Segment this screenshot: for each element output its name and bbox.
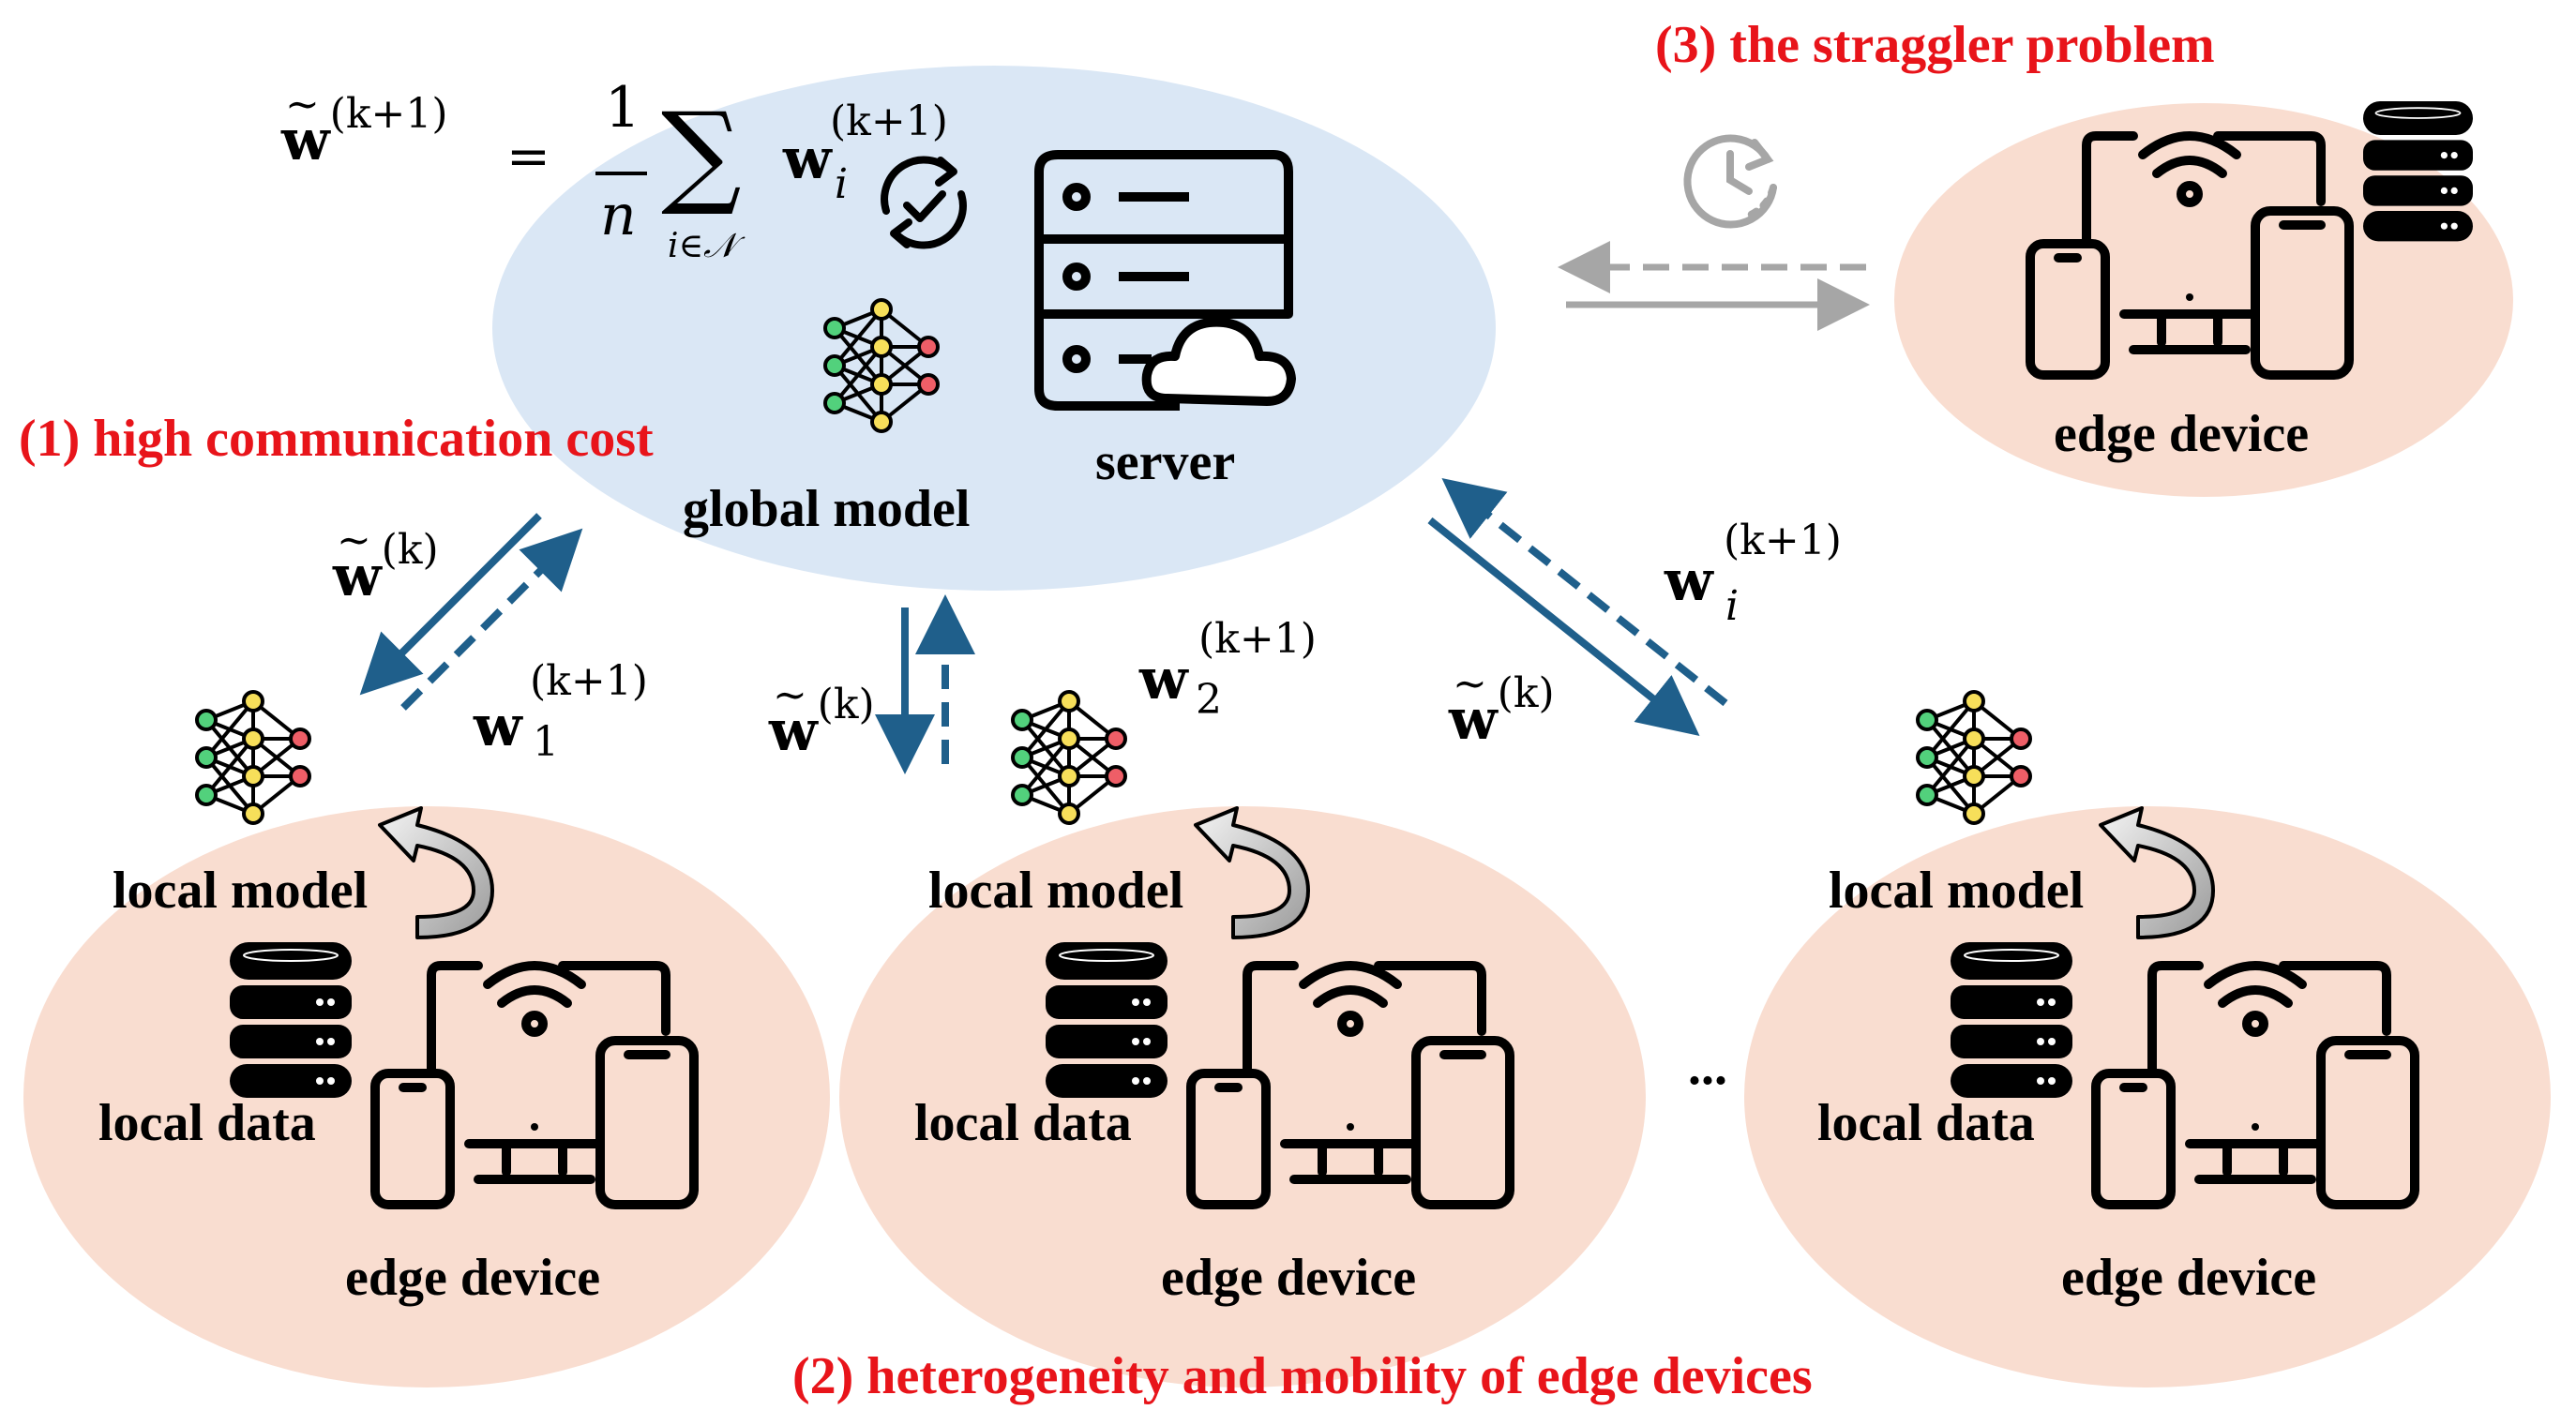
edge-device-label-3: edge device <box>2061 1249 2317 1307</box>
cloud-icon <box>1141 317 1296 406</box>
device3-ellipse <box>1744 806 2551 1388</box>
problem-straggler: (3) the straggler problem <box>1655 16 2215 74</box>
problem-communication-cost: (1) high communication cost <box>19 410 654 468</box>
eq-sum-sub: i∈𝒩 <box>668 227 736 265</box>
arrow-label-w2: w <box>1139 647 1188 712</box>
edge-device-label-1: edge device <box>345 1249 601 1307</box>
eq-wi-sup: (k+1) <box>830 98 948 145</box>
arrow-label-wi-sup: (k+1) <box>1724 517 1842 564</box>
eq-w-tilde: w <box>281 84 330 169</box>
local-model-label-2: local model <box>928 862 1184 920</box>
local-data-label-3: local data <box>1817 1094 2035 1152</box>
arrow-label-w-k-2: w(k) <box>769 675 875 759</box>
arrow-label-w-k-1: w(k) <box>333 520 439 605</box>
arrow-label-w-k-3: w(k) <box>1449 664 1555 748</box>
eq-wi-sub: i <box>835 160 849 208</box>
eq-wi-w: w <box>783 127 832 192</box>
local-model-icon-2 <box>1011 690 1127 825</box>
local-model-label-1: local model <box>113 862 369 920</box>
arrow-label-wi-sub: i <box>1725 582 1740 630</box>
eq-frac-num: 1 <box>605 75 641 141</box>
device1-ellipse <box>23 806 830 1388</box>
eq-wi: w <box>783 131 832 188</box>
local-model-label-3: local model <box>1829 862 2085 920</box>
aggregation-equation: w(k+1) <box>281 84 448 169</box>
global-model-label: global model <box>683 480 971 538</box>
arrow-label-w1-sup: (k+1) <box>530 657 648 705</box>
eq-equals: = <box>506 127 550 188</box>
server-icon <box>1034 150 1293 411</box>
problem-heterogeneity: (2) heterogeneity and mobility of edge d… <box>792 1347 1813 1405</box>
server-ellipse <box>492 66 1496 591</box>
more-devices-ellipsis: ... <box>1688 1038 1727 1096</box>
arrow-down-device3 <box>1427 517 1700 736</box>
arrow-up-device3 <box>1441 478 1728 707</box>
device2-ellipse <box>839 806 1646 1388</box>
arrow-label-w1: w <box>474 694 522 759</box>
eq-frac-den: n <box>600 183 637 248</box>
straggler-device-ellipse <box>1894 103 2513 497</box>
local-model-icon-1 <box>195 690 311 825</box>
arrow-down-device1 <box>359 513 542 696</box>
local-data-label-1: local data <box>98 1094 316 1152</box>
arrow-label-wi: w <box>1665 548 1713 614</box>
arrow-label-w2-sub: 2 <box>1196 676 1222 724</box>
server-label: server <box>1095 433 1236 491</box>
eq-sum-symbol: ∑ <box>661 89 742 219</box>
arrow-label-w2-sup: (k+1) <box>1198 615 1317 663</box>
eq-sup-k1: (k+1) <box>329 90 448 138</box>
clock-icon <box>1683 134 1777 229</box>
arrow-label-w1-sub: 1 <box>533 718 559 766</box>
local-model-icon-3 <box>1916 690 2032 825</box>
edge-device-label-2: edge device <box>1161 1249 1417 1307</box>
local-data-label-2: local data <box>914 1094 1132 1152</box>
sync-check-icon <box>881 156 967 249</box>
arrow-up-device1 <box>400 528 583 711</box>
straggler-edge-device-label: edge device <box>2054 405 2310 463</box>
